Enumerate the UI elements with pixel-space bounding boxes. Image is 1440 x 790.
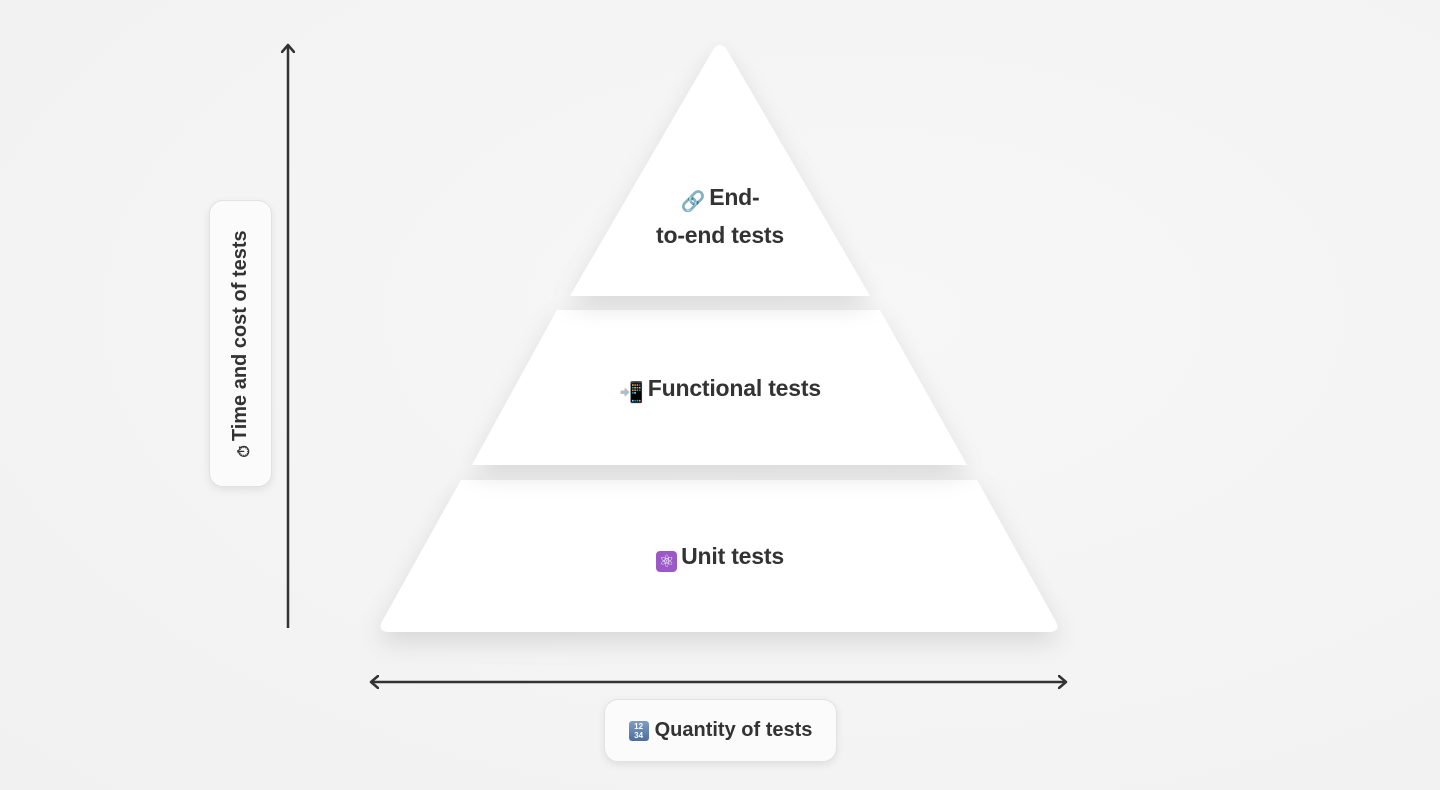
tier-label-text: Functional tests	[647, 375, 821, 401]
tier-label-end-to-end: 🔗End- to-end tests	[570, 178, 870, 254]
horizontal-axis-label: Quantity of tests	[654, 719, 813, 741]
tier-bottom-shape	[380, 480, 1058, 632]
atom-icon: ⚛	[656, 551, 678, 572]
link-icon: 🔗	[680, 191, 706, 213]
vertical-axis-label-box: ⏱ Time and cost of tests	[209, 200, 272, 487]
tier-label-text: Unit tests	[681, 543, 784, 569]
tier-label-line2: to-end tests	[656, 222, 784, 248]
tier-label-line1: End-	[709, 184, 760, 210]
vertical-axis-label: Time and cost of tests	[228, 229, 251, 441]
tier-label-functional: 📲Functional tests	[470, 369, 970, 407]
mobile-arrow-icon: 📲	[619, 382, 644, 404]
tier-label-unit: ⚛Unit tests	[420, 537, 1020, 575]
tier-top-shape	[570, 45, 870, 296]
stopwatch-icon: ⏱	[235, 444, 253, 458]
tier-middle-shape	[472, 310, 967, 465]
